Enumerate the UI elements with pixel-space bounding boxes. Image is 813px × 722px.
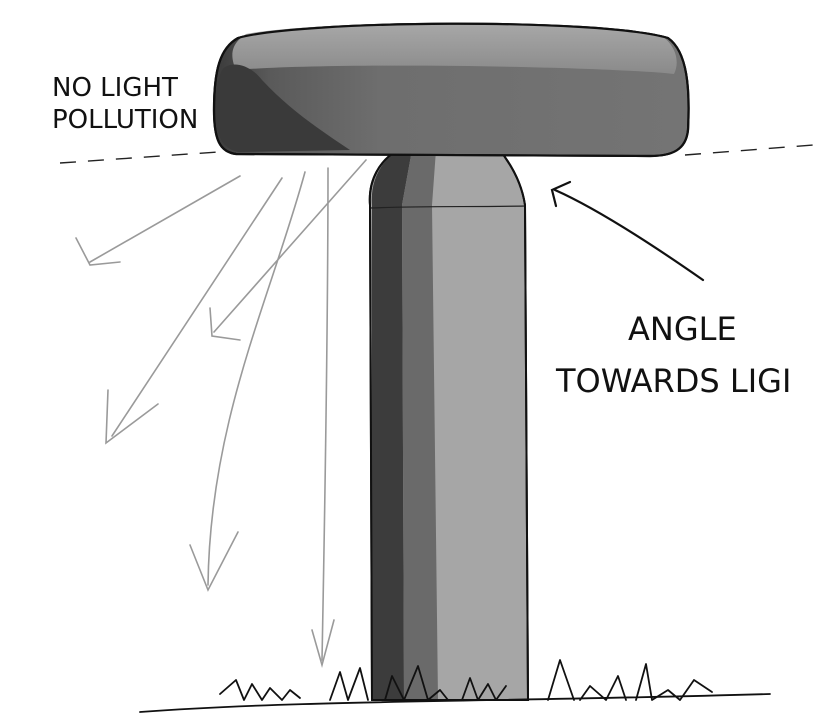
no-light-label-line1: NO LIGHT [52, 73, 178, 103]
bollard-post [370, 148, 528, 700]
angle-label-line2: TOWARDS LIGI [555, 362, 791, 400]
light-ray-4 [312, 168, 334, 665]
light-rays [76, 160, 366, 665]
light-ray-5 [210, 160, 366, 340]
light-ray-3 [190, 172, 305, 590]
angle-label-line1: ANGLE [628, 310, 737, 348]
angle-pointer-arrow [552, 182, 703, 280]
light-ray-2 [106, 178, 282, 443]
light-ray-1 [76, 176, 240, 265]
no-light-label-line2: POLLUTION [52, 105, 198, 135]
bollard-cap [214, 23, 689, 156]
